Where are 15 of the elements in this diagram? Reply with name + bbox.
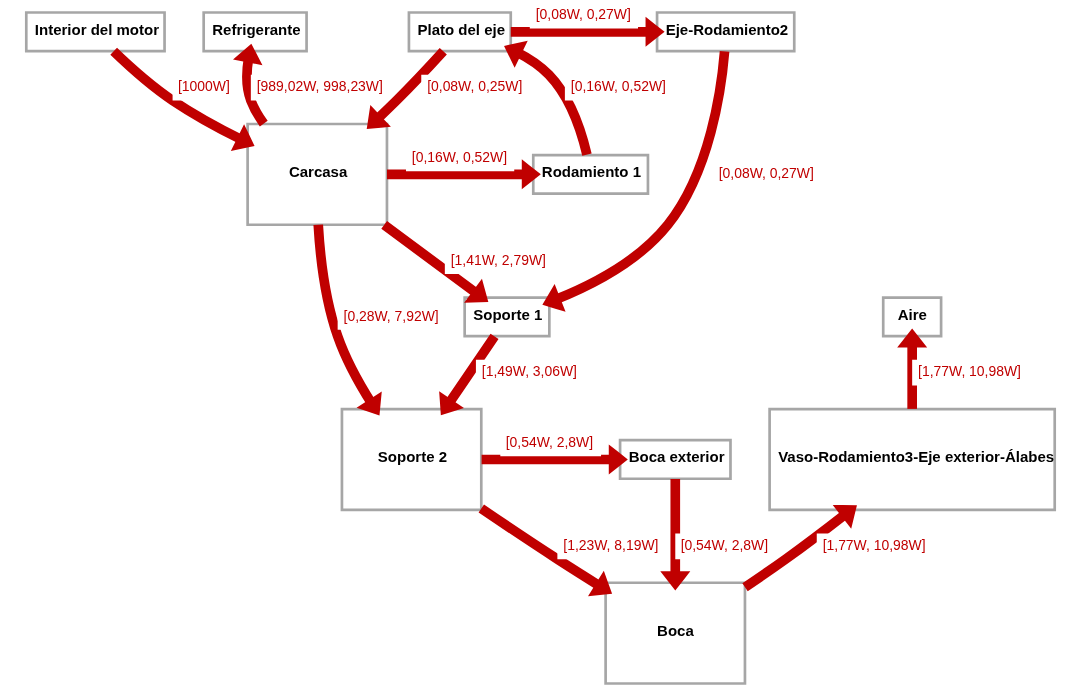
edge-label: [0,54W, 2,8W] — [680, 536, 769, 553]
edge-label: [1,77W, 10,98W] — [918, 363, 1021, 380]
edge-label: [0,28W, 7,92W] — [343, 307, 439, 324]
edge-label: [1,77W, 10,98W] — [822, 536, 926, 553]
edge-label: [0,08W, 0,27W] — [535, 6, 631, 23]
edge-label: [1,41W, 2,79W] — [450, 251, 546, 268]
edge-label: [1,23W, 8,19W] — [563, 536, 659, 553]
edge-label: [0,08W, 0,25W] — [427, 78, 523, 95]
edge-label: [0,16W, 0,52W] — [411, 148, 508, 165]
edge-label: [0,16W, 0,52W] — [570, 78, 666, 95]
edge-label: [1000W] — [177, 78, 230, 95]
edge-label: [0,08W, 0,27W] — [718, 165, 814, 182]
edge-label: [1,49W, 3,06W] — [481, 363, 577, 380]
edge-label: [989,02W, 998,23W] — [256, 78, 383, 95]
edge-label: [0,54W, 2,8W] — [505, 434, 594, 451]
